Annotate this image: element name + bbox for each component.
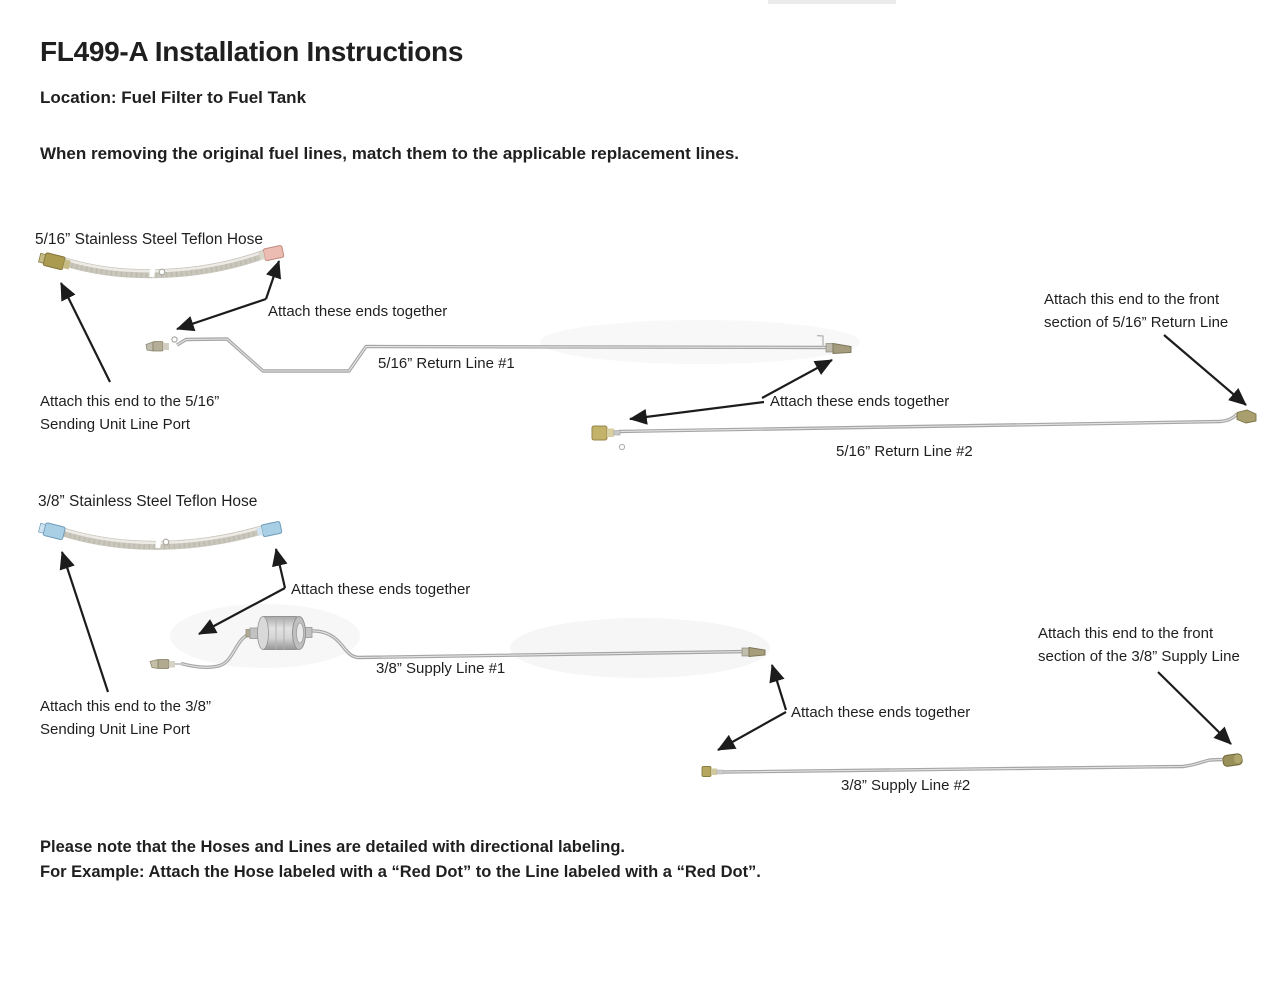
sending-unit-516-label: Attach this end to the 5/16” Sending Uni…: [40, 393, 220, 433]
location-line: Location: Fuel Filter to Fuel Tank: [40, 88, 307, 107]
hose-38-right-fitting-blue-dot: [256, 521, 283, 538]
footnote: Please note that the Hoses and Lines are…: [40, 835, 761, 884]
hose-516-label: 5/16” Stainless Steel Teflon Hose: [35, 231, 264, 248]
attach-ends-516-hose-label: Attach these ends together: [268, 303, 448, 320]
arrow-to-hose38-right-end: [272, 548, 288, 589]
supply-line-1-left-fitting: [149, 658, 182, 669]
arrow-to-supply-line2-left-end: [717, 711, 787, 751]
return-line-2-right-fitting: [1236, 409, 1257, 424]
hose-516-mid-joint: [158, 268, 166, 276]
arrow-to-supply-line1-right-end: [769, 664, 788, 711]
front-section-38-label: Attach this end to the front section of …: [1038, 625, 1240, 665]
hose-516-graphic: [38, 245, 285, 279]
scan-artifact-bar: [768, 0, 896, 4]
return-line-2-graphic: [591, 409, 1257, 451]
return-line-1-clip: [816, 334, 824, 347]
return-line-1-right-fitting: [825, 342, 852, 354]
arrow-to-return-line2-left-end: [629, 400, 765, 425]
footnote-line-2: For Example: Attach the Hose labeled wit…: [40, 862, 761, 881]
arrow-to-supply-line2-right-end: [1157, 671, 1232, 745]
arrow-to-return-line1-left-end: [176, 297, 267, 332]
hose-38-left-fitting-blue-dot: [38, 522, 66, 541]
hose-38-mid-joint: [162, 538, 170, 546]
arrow-to-filter-inlet: [198, 587, 286, 635]
supply-line-1-graphic: [149, 616, 766, 669]
sending-unit-38-label: Attach this end to the 3/8” Sending Unit…: [40, 698, 211, 738]
hose-516-left-fitting-brass: [38, 252, 71, 271]
return-line-1-graphic: [145, 334, 852, 373]
fuel-filter-graphic: [245, 616, 313, 650]
attach-ends-38-lines-label: Attach these ends together: [791, 704, 971, 721]
footnote-line-1: Please note that the Hoses and Lines are…: [40, 838, 625, 856]
return-line-2-left-fitting-brass: [591, 425, 626, 451]
attach-ends-38-hose-label: Attach these ends together: [291, 581, 471, 598]
arrow-to-hose38-left-end: [59, 551, 110, 693]
supply-line-2-graphic: [701, 753, 1243, 777]
hose-38-label: 3/8” Stainless Steel Teflon Hose: [38, 493, 258, 510]
arrow-to-hose516-right-end: [264, 260, 282, 300]
supply-line-1-right-fitting: [741, 646, 766, 657]
supply-line-2-left-fitting-brass: [701, 766, 724, 777]
supply-line-1-label: 3/8” Supply Line #1: [376, 660, 506, 677]
arrow-to-return-line1-right-end: [761, 359, 833, 399]
callout-arrows: [59, 260, 1247, 751]
arrow-to-return-line2-right-end: [1163, 334, 1247, 406]
page-title: FL499-A Installation Instructions: [40, 36, 464, 67]
attach-ends-516-lines-label: Attach these ends together: [770, 393, 950, 410]
supply-line-2-label: 3/8” Supply Line #2: [841, 777, 971, 794]
intro-line: When removing the original fuel lines, m…: [40, 144, 740, 163]
return-line-1-label: 5/16” Return Line #1: [378, 355, 515, 372]
front-section-516-label: Attach this end to the front section of …: [1044, 291, 1229, 331]
arrow-to-hose516-left-end: [60, 282, 111, 383]
return-line-1-left-fitting: [145, 336, 178, 352]
return-line-2-label: 5/16” Return Line #2: [836, 443, 973, 460]
hose-516-right-fitting-red-dot: [258, 245, 285, 262]
supply-line-2-right-fitting: [1222, 753, 1243, 767]
hose-38-graphic: [38, 521, 283, 550]
